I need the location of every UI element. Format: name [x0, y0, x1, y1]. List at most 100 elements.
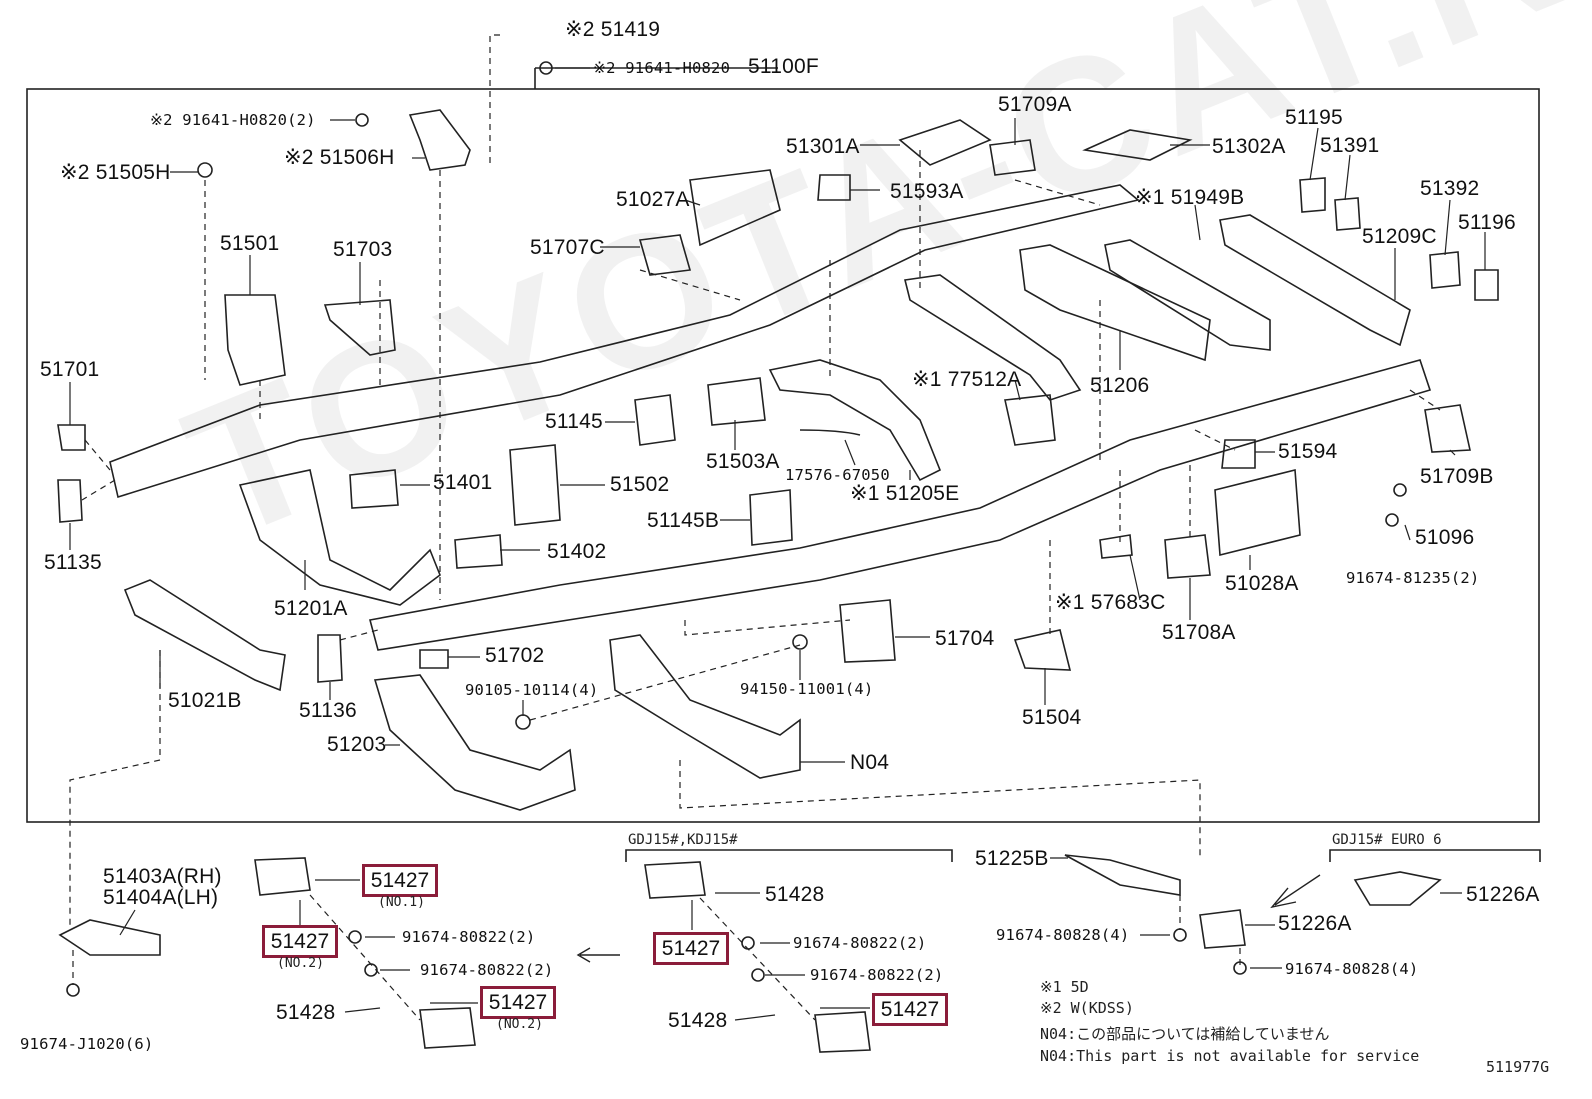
crossmember-51205E — [768, 359, 942, 482]
bracket-51506H — [408, 109, 471, 171]
bracket-51302A — [1082, 129, 1193, 161]
bracket-51501 — [224, 294, 286, 386]
label-51401: 51401 — [433, 471, 493, 494]
crossmember-N04 — [609, 634, 801, 779]
note-2: ※2 W(KDSS) — [1040, 999, 1134, 1017]
label-51707C: 51707C — [530, 236, 605, 259]
label-77512A: ※1 77512A — [912, 368, 1022, 391]
highlight-51427-gdj-a[interactable]: 51427 — [653, 932, 729, 965]
label-51428-a: 51428 — [276, 1001, 336, 1024]
bracket-51391 — [1334, 197, 1361, 231]
label-90105-10114: 90105-10114(4) — [465, 681, 599, 699]
sublabel-no1: (NO.1) — [378, 895, 425, 910]
label-91674-80828-a: 91674-80828(4) — [996, 926, 1130, 944]
bracket-51709B — [1424, 404, 1471, 453]
crossmember-51949B — [1019, 244, 1211, 362]
highlight-51427-gdj-b[interactable]: 51427 — [872, 993, 948, 1026]
bracket-51704 — [839, 599, 896, 663]
bracket-51708A — [1164, 534, 1211, 579]
label-51027A: 51027A — [616, 188, 690, 211]
label-51427-gdj-a: 51427 — [661, 936, 721, 960]
label-91674-J1020: 91674-J1020(6) — [20, 1035, 154, 1053]
highlight-51427-no2-b[interactable]: 51427 — [480, 986, 556, 1019]
bracket-51392 — [1429, 251, 1461, 289]
label-51505H: ※2 51505H — [60, 161, 171, 184]
label-51096: 51096 — [1415, 526, 1475, 549]
label-51203: 51203 — [327, 733, 387, 756]
group-header-euro6: GDJ15# EURO 6 — [1332, 832, 1442, 848]
label-51501: 51501 — [220, 232, 280, 255]
bracket-57683C — [1099, 534, 1133, 559]
label-51594: 51594 — [1278, 440, 1338, 463]
note-1: ※1 5D — [1040, 978, 1089, 996]
sublabel-no2-a: (NO.2) — [277, 956, 324, 971]
diagram-code: 511977G — [1486, 1058, 1550, 1076]
bracket-51028A — [1214, 468, 1301, 557]
bracket-51703 — [323, 299, 396, 356]
label-51021B: 51021B — [168, 689, 242, 712]
bracket-51502 — [509, 444, 561, 526]
label-51100F: 51100F — [748, 55, 819, 78]
bracket-51504 — [1013, 629, 1072, 671]
label-51701: 51701 — [40, 358, 100, 381]
label-51428-c: 51428 — [668, 1009, 728, 1032]
label-51709B: 51709B — [1420, 465, 1494, 488]
label-51391: 51391 — [1320, 134, 1380, 157]
label-91674-80828-b: 91674-80828(4) — [1285, 960, 1419, 978]
label-91674-81235: 91674-81235(2) — [1346, 569, 1480, 587]
label-51209C: 51209C — [1362, 225, 1437, 248]
hose-17576 — [799, 429, 861, 436]
bracket-51702 — [419, 649, 449, 669]
label-51949B: ※1 51949B — [1135, 186, 1245, 209]
label-51205E: ※1 51205E — [850, 482, 960, 505]
part-51225B — [1064, 854, 1181, 896]
label-51419: ※2 51419 — [565, 18, 661, 41]
label-51403A-RH: 51403A(RH) — [103, 865, 222, 888]
highlight-51427-no2-a[interactable]: 51427 — [262, 925, 338, 958]
label-51225B: 51225B — [975, 847, 1049, 870]
bracket-51709A — [989, 139, 1036, 176]
part-51403A — [58, 919, 161, 956]
label-51226A: 51226A — [1278, 912, 1352, 935]
label-51593A: 51593A — [890, 180, 964, 203]
bracket-51402 — [454, 534, 503, 569]
label-51195: 51195 — [1285, 106, 1343, 129]
bracket-51195 — [1299, 177, 1326, 213]
label-51196: 51196 — [1458, 211, 1516, 234]
label-51427-no1: 51427 — [370, 868, 430, 892]
crossmember-51203 — [373, 674, 576, 811]
label-51028A: 51028A — [1225, 572, 1299, 595]
crossmember-51209C — [1219, 214, 1411, 347]
label-51502: 51502 — [610, 473, 670, 496]
bracket-51027A — [689, 169, 781, 247]
part-gdj-upper — [644, 861, 706, 899]
part-lower-left-bracket — [419, 1007, 476, 1049]
part-51427-no1-group — [254, 857, 311, 896]
label-51709A: 51709A — [998, 93, 1072, 116]
label-51702: 51702 — [485, 644, 545, 667]
bracket-51401 — [349, 469, 399, 509]
bracket-51196 — [1474, 269, 1499, 301]
label-91674-80822-a: 91674-80822(2) — [402, 928, 536, 946]
note-4: N04:This part is not available for servi… — [1040, 1047, 1420, 1065]
label-91674-80822-b: 91674-80822(2) — [420, 961, 554, 979]
bracket-51145 — [634, 394, 676, 446]
frame-rail-lower — [369, 359, 1432, 651]
label-51145: 51145 — [545, 410, 603, 433]
frame-rail-upper — [109, 184, 1140, 499]
bracket-77512A — [1004, 394, 1056, 446]
label-91674-80822-c: 91674-80822(2) — [793, 934, 927, 952]
part-51226A-euro — [1353, 871, 1442, 906]
label-91641-H0820-2: ※2 91641-H0820(2) — [150, 111, 316, 129]
label-57683C: ※1 57683C — [1055, 591, 1166, 614]
bracket-51136 — [317, 634, 343, 683]
highlight-51427-no1[interactable]: 51427 — [362, 864, 438, 897]
crossmember-51206 — [904, 274, 1082, 401]
label-51427-gdj-b: 51427 — [880, 997, 940, 1021]
label-51226A-euro: 51226A — [1466, 883, 1540, 906]
label-51145B: 51145B — [647, 509, 720, 532]
label-51504: 51504 — [1022, 706, 1082, 729]
crossmember-51021B — [123, 579, 286, 692]
bracket-51701 — [57, 424, 86, 451]
